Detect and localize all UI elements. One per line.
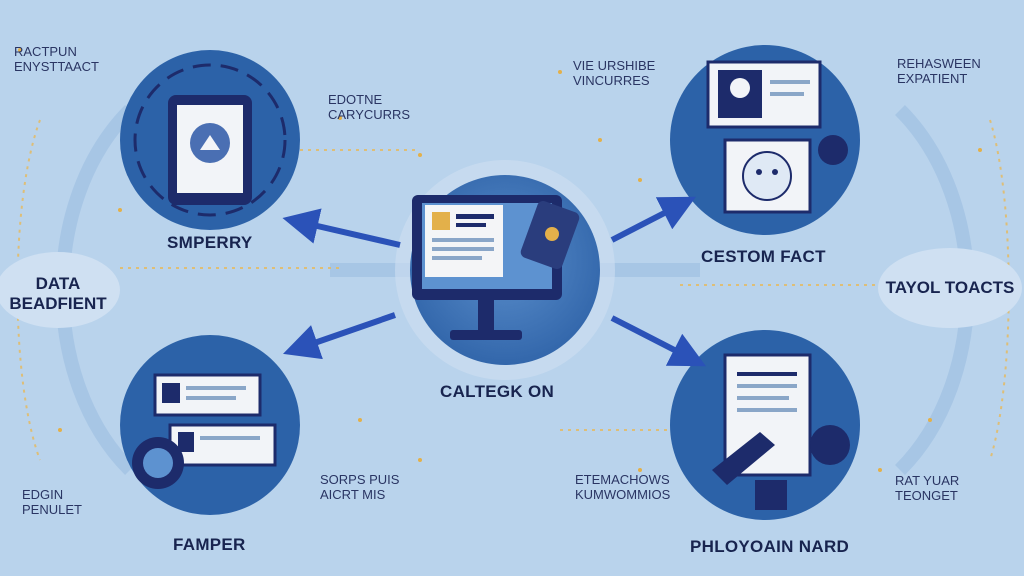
- bottom-right-node: [670, 330, 860, 520]
- left-pill-line1: DATA: [35, 274, 81, 293]
- annotation-bottom-left: EDGIN PENULET: [22, 487, 82, 517]
- annotation-top-left: RACTPUN ENYSTTAACT: [14, 44, 99, 74]
- annotation-upper-mid-right: VIE URSHIBE VINCURRES: [573, 58, 656, 88]
- annotation-bottom-right: RAT YUAR TEONGET: [895, 473, 960, 503]
- center-node: [395, 160, 615, 380]
- center-node-label: CALTEGK ON: [440, 382, 555, 401]
- arrows: [282, 196, 707, 367]
- bottom-right-node-label: PHLOYOAIN NARD: [690, 537, 850, 556]
- arrow-top-right: [610, 196, 697, 243]
- left-pill-label: DATA BEADFIENT: [6, 274, 110, 314]
- background-dashes: [16, 119, 1010, 461]
- decorative-sparkles: [18, 48, 982, 472]
- top-right-node-label: CESTOM FACT: [701, 247, 826, 266]
- annotation-upper-mid-left: EDOTNE CARYCURRS: [328, 92, 411, 122]
- arrow-bottom-left: [282, 312, 396, 360]
- annotation-top-right: REHASWEEN EXPATIENT: [897, 56, 981, 86]
- right-pill-label: TAYOL TOACTS: [885, 278, 1015, 297]
- right-pill-shape: [878, 248, 1022, 328]
- top-left-node: [120, 50, 300, 230]
- annotation-lower-mid-left: SORPS PUIS AICRT MIS: [320, 472, 400, 502]
- top-left-node-label: SMPERRY: [167, 233, 253, 252]
- arrow-top-left: [282, 208, 401, 248]
- bottom-left-node-label: FAMPER: [173, 535, 246, 554]
- left-pill-shape: [0, 252, 120, 328]
- bottom-left-node: [120, 335, 300, 515]
- annotation-lower-mid-right: ETEMACHOWS KUMWOMMIOS: [575, 472, 671, 502]
- left-pill-line2: BEADFIENT: [9, 294, 107, 313]
- arrow-bottom-right: [610, 315, 707, 367]
- top-right-node: [670, 45, 860, 235]
- pen-icon: [712, 432, 775, 485]
